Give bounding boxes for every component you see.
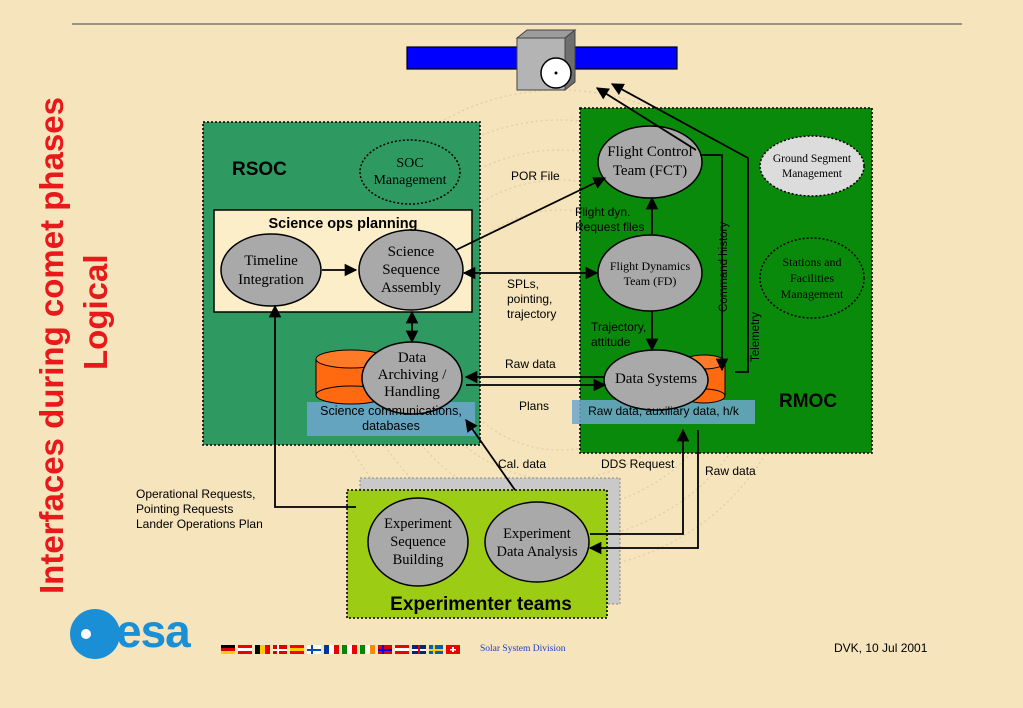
soc-management-node [359,139,461,205]
raw-data-right-label: Raw data [705,464,756,478]
flight-dyn-label: Flight dyn.Request files [575,205,645,234]
rsoc-label: RSOC [232,159,287,180]
raw-data-mid-label: Raw data [505,357,556,371]
science-planning-label: Science ops planning [268,216,418,232]
trajectory-label: Trajectory,attitude [591,320,647,349]
rmoc-label: RMOC [779,391,838,412]
science-comm-text: Science communications,databases [320,404,462,433]
telemetry-label: Telemetry [750,312,762,362]
spls-label: SPLs,pointing,trajectory [507,277,557,321]
dds-request-label: DDS Request [601,457,675,471]
data-systems-text: Data Systems [614,371,698,387]
stations-node [759,237,865,319]
arrows [268,83,749,555]
spacecraft-icon [406,28,678,92]
esa-logo-text: esa [116,605,191,657]
command-history-label: Command history [718,221,730,312]
member-flags-icon [221,645,460,654]
raw-aux-text: Raw data, auxiliary data, h/k [588,404,739,418]
date-label: DVK, 10 Jul 2001 [834,641,928,655]
por-file-label: POR File [511,169,560,183]
esb-node [367,497,469,587]
experimenter-label: Experimenter teams [390,594,572,615]
division-label: Solar System Division [480,644,566,654]
esa-logo-icon [70,609,120,659]
cal-data-label: Cal. data [498,457,547,471]
ground-segment-node [759,135,865,197]
plans-label: Plans [519,399,550,413]
